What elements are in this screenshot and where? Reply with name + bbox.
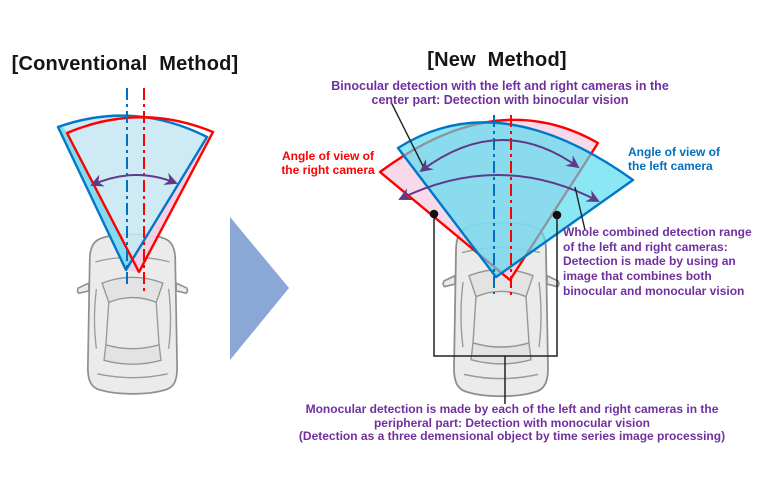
conventional-left-camera-fan-outline xyxy=(56,114,209,272)
whole-range-note: Whole combined detection range of the le… xyxy=(563,225,752,298)
monocular-dot-left xyxy=(429,209,439,219)
conventional-method-title: [Conventional Method] xyxy=(11,53,239,75)
conventional-cyan-sliver xyxy=(58,126,139,272)
conventional-pink-sliver xyxy=(126,132,213,272)
binocular-note-leader-line xyxy=(390,101,424,167)
left-camera-angle-label: Angle of view of the left camera xyxy=(628,145,721,173)
flow-arrow xyxy=(230,217,289,360)
monocular-dot-right xyxy=(552,210,562,220)
conventional-right-camera-fan-outline xyxy=(65,116,215,274)
binocular-angle-arc-arrow xyxy=(419,139,580,173)
binocular-detection-note: Binocular detection with the left and ri… xyxy=(331,79,669,108)
right-camera-angle-label: Angle of view of the right camera xyxy=(281,149,375,177)
monocular-bracket xyxy=(433,216,558,357)
new-method-title: [New Method] xyxy=(427,49,567,71)
monocular-detection-note: Monocular detection is made by each of t… xyxy=(298,402,726,444)
conventional-fan-fill xyxy=(58,115,207,270)
conventional-angle-arc-arrow xyxy=(90,172,178,187)
whole-range-angle-arc-arrow xyxy=(398,174,600,202)
whole-range-leader-line xyxy=(574,186,586,231)
